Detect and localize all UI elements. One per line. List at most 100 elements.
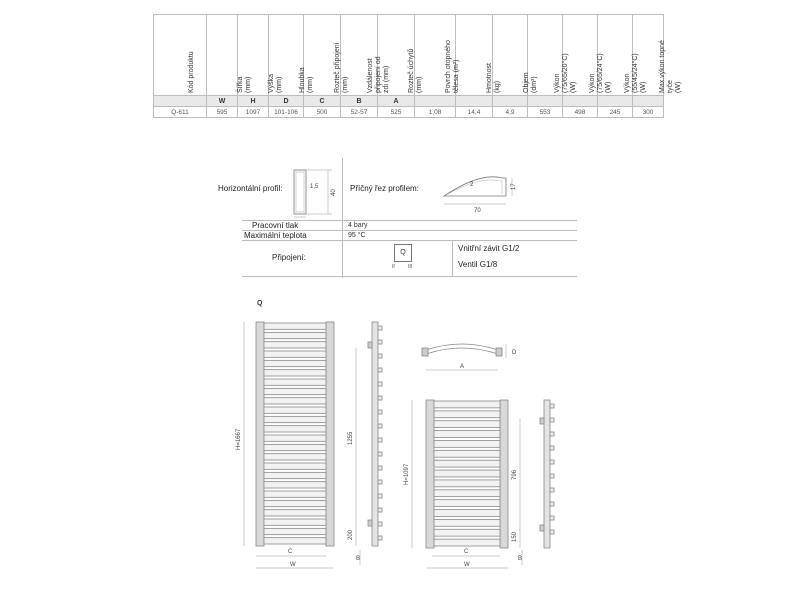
side-bar-end <box>377 451 383 457</box>
radiator-bar <box>263 369 327 377</box>
large-radiator-front-view <box>255 321 335 547</box>
side-bar-end <box>377 423 383 429</box>
side-bar-end <box>377 367 383 373</box>
radiator-bar <box>263 406 327 414</box>
small-fix-spacing-dim: 796 <box>512 469 518 480</box>
spec-header-cell: Rozteč úchytů (mm) <box>377 14 423 96</box>
radiator-bar <box>263 453 327 461</box>
radiator-bar <box>433 410 501 419</box>
spec-header-cell: Povrch otopného tělesa (m²) <box>414 14 460 96</box>
side-bar-end <box>549 501 555 507</box>
side-bar-end <box>377 409 383 415</box>
side-pipe <box>371 321 379 547</box>
radiator-bar <box>263 481 327 489</box>
spec-value-cell: 300 <box>632 106 664 118</box>
side-bar-end <box>377 381 383 387</box>
side-bar-end <box>549 431 555 437</box>
side-bar-end <box>377 325 383 331</box>
radiator-bar <box>263 341 327 349</box>
cross-profile-drawing: 70 2 17 <box>442 176 517 214</box>
side-bar-end <box>377 395 383 401</box>
radiator-bar <box>263 397 327 405</box>
side-bar-end <box>377 507 383 513</box>
wall-bracket <box>539 524 545 532</box>
radiator-bar <box>263 537 327 545</box>
radiator-bar <box>263 499 327 508</box>
pressure-label: Pracovní tlak <box>252 221 299 230</box>
radiator-bar <box>433 459 501 468</box>
side-pipe <box>543 399 551 549</box>
side-bar-end <box>377 535 383 541</box>
small-bottom-dim: 150 <box>512 531 518 542</box>
wall-bracket <box>539 417 545 425</box>
small-a-dim: A <box>460 364 464 370</box>
radiator-left-pipe <box>255 321 265 547</box>
side-bar-end <box>549 445 555 451</box>
wall-bracket <box>367 519 373 527</box>
connection-valve: Ventil G1/8 <box>458 260 498 269</box>
side-bar-end <box>377 493 383 499</box>
radiator-left-pipe <box>425 399 435 549</box>
large-b-dim: B <box>356 556 360 562</box>
spec-header-cell: Vzdálenost připojení od zdi (mm) <box>340 14 390 96</box>
model-label: Q <box>257 300 263 307</box>
small-radiator-top-view <box>421 343 507 371</box>
cross-profile-height: 17 <box>511 183 517 190</box>
spec-value-cell: 4,9 <box>492 106 528 118</box>
radiator-bar <box>263 322 327 330</box>
large-c-dim: C <box>288 549 293 555</box>
radiator-bar <box>263 425 327 433</box>
radiator-bar <box>433 449 501 458</box>
spec-value-cell: Q-611 <box>153 106 207 118</box>
spec-value-cell: 1097 <box>237 106 269 118</box>
h-profile-height: 40 <box>331 189 337 196</box>
wall-bracket <box>367 341 373 349</box>
pressure-value: 4 bary <box>348 222 368 229</box>
spec-header-cell: Kód produktu <box>153 14 207 96</box>
radiator-right-pipe <box>499 399 509 549</box>
connection-icon: Q <box>394 244 412 262</box>
radiator-bar <box>263 387 327 396</box>
spec-value-cell: 245 <box>597 106 633 118</box>
h-profile-thickness: 1,5 <box>310 184 319 190</box>
radiator-bar <box>263 378 327 386</box>
radiator-bar <box>263 359 327 368</box>
side-bar-end <box>549 473 555 479</box>
radiator-bar <box>263 471 327 480</box>
connection-thread: Vnitřní závit G1/2 <box>458 244 520 253</box>
radiator-bar <box>263 443 327 452</box>
spec-value-cell: 14,4 <box>455 106 493 118</box>
small-d-dim: D <box>512 350 517 356</box>
spec-header-cell: Hmotnost (kg) <box>455 14 501 96</box>
side-bar-end <box>549 417 555 423</box>
horizontal-profile-label: Horizontální profil: <box>218 184 283 193</box>
side-bar-end <box>377 465 383 471</box>
small-c-dim: C <box>464 549 469 555</box>
spec-header-cell: Objem (dm³) <box>492 14 538 96</box>
radiator-bar <box>263 527 327 536</box>
cross-profile-width: 70 <box>474 208 481 214</box>
cross-profile-label: Příčný řez profilem: <box>350 184 419 193</box>
spec-header-cell: Výška (mm) <box>237 14 283 96</box>
radiator-bar <box>263 490 327 498</box>
spec-header-cell: Výkon (55/45/24°C) (W) <box>597 14 647 96</box>
large-radiator-side-view <box>367 321 383 547</box>
temperature-label: Maximální teplota <box>244 231 307 240</box>
spec-header-cell: Max.výkon topné tyče (W) <box>632 14 682 96</box>
large-w-dim: W <box>290 562 296 568</box>
temperature-value: 95 °C <box>348 232 366 239</box>
small-w-dim: W <box>464 562 470 568</box>
radiator-bar <box>433 519 501 527</box>
radiator-bar <box>433 538 501 547</box>
radiator-bar <box>263 509 327 517</box>
side-bar-end <box>549 403 555 409</box>
radiator-bar <box>263 350 327 358</box>
small-radiator-front-view <box>425 399 509 549</box>
radiator-bar <box>433 440 501 448</box>
radiator-bar <box>263 331 327 340</box>
radiator-bar <box>433 420 501 429</box>
small-radiator-side-view <box>539 399 555 549</box>
side-bar-end <box>549 459 555 465</box>
